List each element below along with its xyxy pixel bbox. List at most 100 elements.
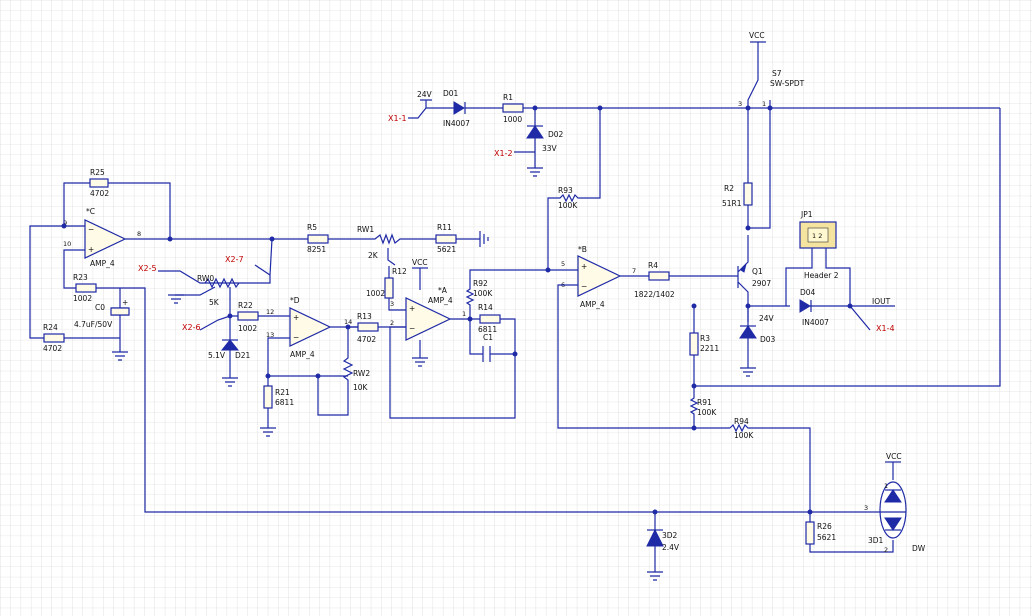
svg-text:R1: R1	[503, 93, 513, 102]
svg-text:R26: R26	[817, 522, 832, 531]
svg-text:2K: 2K	[368, 251, 379, 260]
svg-text:2907: 2907	[752, 279, 771, 288]
svg-text:R22: R22	[238, 301, 253, 310]
svg-text:1822/1402: 1822/1402	[634, 290, 675, 299]
net-iout: IOUT	[872, 297, 891, 306]
resistor-r94[interactable]: R94 100K	[729, 417, 811, 522]
svg-text:100K: 100K	[734, 431, 754, 440]
svg-text:−: −	[581, 282, 587, 291]
resistor-r4[interactable]: R4 1822/1402	[634, 261, 675, 299]
resistor-r13[interactable]: R13 4702	[357, 312, 379, 344]
svg-text:IN4007: IN4007	[443, 119, 470, 128]
zener-3d2[interactable]: 3D2 2.4V	[646, 512, 680, 572]
ground-c0	[112, 351, 128, 361]
opamp-c-label: *C	[86, 207, 95, 216]
svg-text:5621: 5621	[437, 245, 456, 254]
svg-text:33V: 33V	[542, 144, 558, 153]
zener-d03[interactable]: 24V D03	[739, 306, 776, 368]
capacitor-c1[interactable]: C1	[482, 333, 493, 362]
svg-text:3: 3	[390, 300, 394, 308]
svg-text:1: 1	[884, 482, 888, 490]
resistor-r14[interactable]: R14 6811	[478, 303, 501, 334]
net-x1-1: X1-1	[388, 114, 407, 123]
svg-text:5: 5	[561, 260, 565, 268]
ground-r11	[479, 231, 489, 247]
svg-text:AMP_4: AMP_4	[290, 350, 315, 359]
capacitor-c0[interactable]: C0 4.7uF/50V +	[74, 288, 130, 352]
svg-text:1: 1	[762, 100, 766, 108]
svg-text:5.1V: 5.1V	[208, 351, 226, 360]
svg-text:8: 8	[137, 230, 141, 238]
svg-text:3: 3	[864, 504, 868, 512]
svg-text:R91: R91	[697, 398, 712, 407]
svg-text:R25: R25	[90, 168, 105, 177]
net-x2-6: X2-6	[182, 323, 201, 332]
svg-text:9: 9	[63, 219, 67, 227]
resistor-r22[interactable]: R22 1002	[237, 301, 259, 333]
svg-text:C0: C0	[95, 303, 105, 312]
svg-text:−: −	[88, 225, 94, 234]
svg-text:13: 13	[266, 331, 274, 339]
ground-r21	[260, 427, 276, 437]
svg-text:1002: 1002	[73, 294, 92, 303]
svg-text:R21: R21	[275, 388, 290, 397]
svg-text:IN4007: IN4007	[802, 318, 829, 327]
svg-text:R94: R94	[734, 417, 749, 426]
zener-3d1[interactable]: VCC 3D1 DW 312	[864, 452, 926, 554]
svg-text:10: 10	[63, 240, 71, 248]
svg-text:14: 14	[344, 318, 352, 326]
svg-text:2: 2	[884, 546, 888, 554]
svg-text:+: +	[88, 245, 94, 254]
zener-d21[interactable]: 5.1V D21	[208, 316, 251, 378]
potentiometer-rw2[interactable]: RW2 10K	[317, 327, 370, 416]
svg-text:R2: R2	[724, 184, 734, 193]
svg-text:−: −	[409, 324, 415, 333]
svg-text:−: −	[293, 333, 299, 342]
potentiometer-rw1[interactable]: RW1 2K	[357, 225, 396, 266]
svg-text:R23: R23	[73, 273, 88, 282]
net-x2-5: X2-5	[138, 264, 157, 273]
resistor-r11[interactable]: R11 5621	[435, 223, 457, 254]
svg-text:6811: 6811	[478, 325, 497, 334]
potentiometer-rw0[interactable]: RW0 5K	[197, 274, 240, 307]
svg-text:SW-SPDT: SW-SPDT	[770, 79, 805, 88]
svg-text:C1: C1	[483, 333, 493, 342]
svg-text:VCC: VCC	[886, 452, 902, 461]
resistor-r92[interactable]: R92 100K	[465, 269, 548, 319]
svg-text:R3: R3	[700, 334, 710, 343]
resistor-r93[interactable]: R93	[558, 186, 573, 195]
ground-d03	[740, 367, 756, 377]
svg-text:2.4V: 2.4V	[662, 543, 680, 552]
zener-d02[interactable]: D02 33V	[526, 108, 564, 168]
svg-text:R24: R24	[43, 323, 58, 332]
vcc-ampa: VCC	[412, 258, 428, 267]
resistor-r5[interactable]: R5 8251	[307, 223, 329, 254]
svg-text:Q1: Q1	[752, 267, 763, 276]
svg-text:D01: D01	[443, 89, 459, 98]
svg-text:R14: R14	[478, 303, 493, 312]
header-jp1[interactable]: JP1 Header 2 1 2	[799, 210, 839, 280]
svg-text:+: +	[293, 313, 299, 322]
svg-text:RW0: RW0	[197, 274, 214, 283]
resistor-r23[interactable]: R23 1002	[73, 273, 97, 303]
svg-text:R11: R11	[437, 223, 452, 232]
svg-text:S7: S7	[772, 69, 782, 78]
diode-d04[interactable]: D04 IN4007	[799, 288, 829, 327]
svg-text:AMP_4: AMP_4	[580, 300, 605, 309]
opamp-a[interactable]: +− *A AMP_4 321	[390, 286, 466, 341]
supply-24v: 24V	[417, 90, 433, 99]
ground-3d2	[647, 571, 663, 581]
resistor-r1[interactable]: R1 1000	[502, 93, 524, 124]
svg-text:12: 12	[266, 308, 274, 316]
svg-text:4702: 4702	[357, 335, 376, 344]
svg-text:AMP_4: AMP_4	[428, 296, 453, 305]
svg-text:5621: 5621	[817, 533, 836, 542]
resistor-r91[interactable]: R91 100K	[689, 386, 717, 428]
svg-text:R13: R13	[357, 312, 372, 321]
svg-text:R5: R5	[307, 223, 317, 232]
